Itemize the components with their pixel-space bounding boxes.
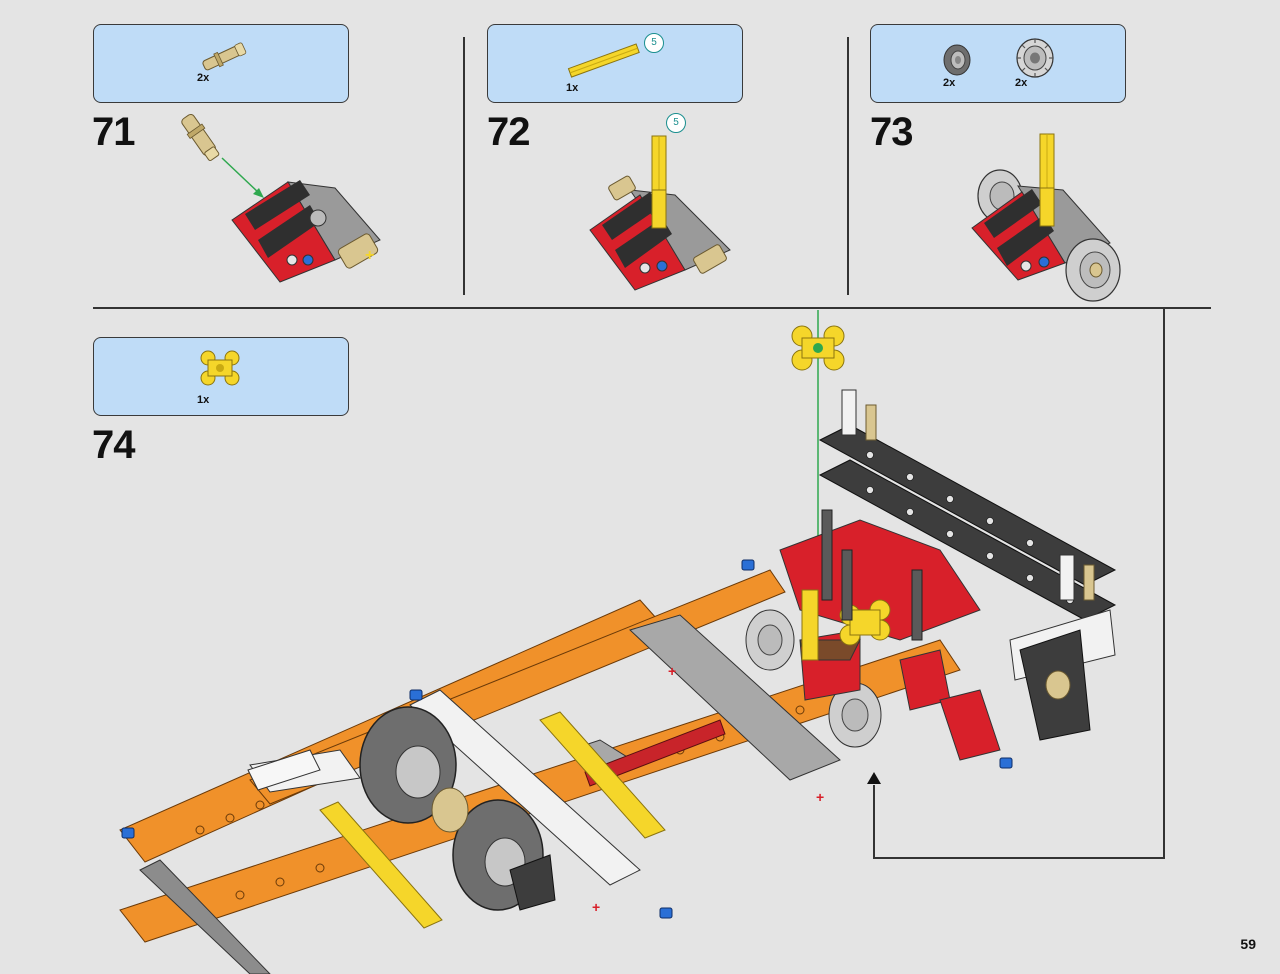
step-number: 71 [92, 110, 135, 154]
small-tire-icon [943, 44, 971, 76]
red-liftarm-assembly: + [231, 180, 381, 283]
axle-length-callout: 5 [666, 113, 686, 133]
callout-line [1163, 307, 1165, 859]
step-74-parts-box: 1x [93, 337, 349, 416]
callout-arrow-icon [867, 772, 881, 784]
section-divider [93, 307, 1211, 309]
part-quantity: 2x [197, 72, 210, 84]
axle-length-badge: 5 [644, 33, 664, 53]
step-74-chassis-illustration: + + + [119, 310, 1117, 974]
step-73-parts-box: 2x 2x [870, 24, 1126, 103]
callout-line [873, 857, 1165, 859]
red-cross-pin: + + + [592, 663, 824, 915]
page-number: 59 [1240, 936, 1256, 952]
yellow-hub-connector-icon [791, 325, 845, 371]
svg-text:+: + [668, 663, 676, 679]
step-divider [463, 37, 465, 295]
step-number: 73 [870, 110, 913, 154]
svg-text:+: + [592, 899, 600, 915]
friction-axle-pin-icon [202, 42, 247, 71]
step-71-parts-box: 2x [93, 24, 349, 103]
svg-text:+: + [816, 789, 824, 805]
wheel-rim-icon [1016, 38, 1054, 78]
part-quantity: 2x [943, 77, 956, 89]
step-number: 74 [92, 423, 135, 467]
part-quantity: 1x [197, 394, 210, 406]
part-quantity: 2x [1015, 77, 1028, 89]
step-72-parts-box: 5 1x [487, 24, 743, 103]
callout-line [873, 785, 875, 859]
svg-text:+: + [365, 247, 374, 264]
friction-axle-pin-icon [181, 113, 220, 162]
step-71-assembly-illustration: + [181, 113, 381, 283]
yellow-hub-connector-icon [200, 350, 240, 386]
part-quantity: 1x [566, 82, 579, 94]
yellow-axle-5-icon [567, 43, 640, 78]
step-number: 72 [487, 110, 530, 154]
step-72-assembly-illustration [589, 135, 731, 291]
step-73-assembly-illustration [971, 133, 1121, 302]
step-divider [847, 37, 849, 295]
